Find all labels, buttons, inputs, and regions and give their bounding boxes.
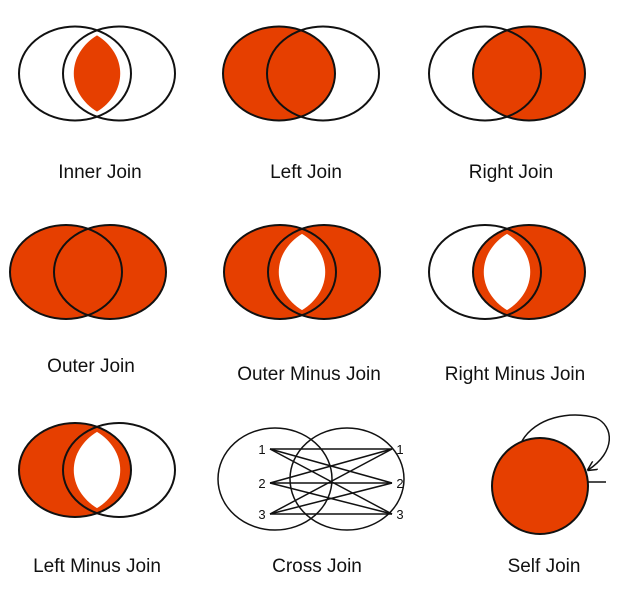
cross-join-left-item-2: 2 <box>258 476 265 491</box>
outer-join-left-circle <box>9 224 123 320</box>
self-join-circle <box>491 437 589 535</box>
cross-join-label: Cross Join <box>272 556 362 577</box>
left-minus-join-intersection <box>73 431 121 509</box>
cross-join-diagram: 1 2 3 1 2 3 Cross Join <box>217 427 405 577</box>
left-minus-join-diagram: Left Minus Join <box>18 422 176 577</box>
cross-join-right-item-2: 2 <box>396 476 403 491</box>
right-minus-join-label: Right Minus Join <box>445 364 585 385</box>
outer-join-right-circle <box>53 224 167 320</box>
right-join-right-circle <box>472 25 586 122</box>
left-minus-join-left-circle <box>18 422 132 518</box>
inner-join-right-circle <box>62 25 176 122</box>
inner-join-diagram: Inner Join <box>18 25 176 183</box>
right-minus-join-diagram: Right Minus Join <box>428 224 586 385</box>
outer-minus-join-diagram: Outer Minus Join <box>223 224 381 385</box>
inner-join-intersection <box>73 35 121 112</box>
right-join-diagram: Right Join <box>428 25 586 183</box>
cross-join-right-item-1: 1 <box>396 442 403 457</box>
left-join-left-circle <box>222 25 336 122</box>
cross-join-line-2-1 <box>269 448 393 484</box>
cross-join-left-item-3: 3 <box>258 507 265 522</box>
left-join-left-fill <box>223 26 335 121</box>
cross-join-left-circle <box>217 427 333 531</box>
cross-join-right-item-3: 3 <box>396 507 403 522</box>
self-join-label: Self Join <box>508 556 581 577</box>
left-join-label: Left Join <box>270 162 342 183</box>
outer-minus-join-label: Outer Minus Join <box>237 364 381 385</box>
self-join-arrow <box>521 414 611 470</box>
right-minus-join-intersection <box>483 233 531 311</box>
inner-join-label: Inner Join <box>58 162 141 183</box>
cross-join-connectors <box>269 448 393 515</box>
left-join-diagram: Left Join <box>222 25 380 183</box>
outer-join-label: Outer Join <box>47 356 135 377</box>
right-minus-join-right-circle <box>472 224 586 320</box>
self-join-diagram: Self Join <box>491 414 611 577</box>
cross-join-left-item-1: 1 <box>258 442 265 457</box>
cross-join-right-circle <box>289 427 405 531</box>
outer-join-right-fill <box>54 225 166 319</box>
left-minus-join-label: Left Minus Join <box>33 556 161 577</box>
outer-minus-join-intersection <box>278 233 326 311</box>
right-join-label: Right Join <box>469 162 554 183</box>
left-join-right-circle <box>266 25 380 122</box>
left-minus-join-right-circle <box>62 422 176 518</box>
right-join-right-fill <box>473 26 585 121</box>
outer-minus-join-right-circle <box>267 224 381 320</box>
cross-join-line-3-2 <box>269 482 393 515</box>
inner-join-left-circle <box>18 25 132 122</box>
outer-join-diagram: Outer Join <box>9 224 167 377</box>
outer-minus-join-left-circle <box>223 224 337 320</box>
right-minus-join-left-circle <box>428 224 542 320</box>
cross-join-line-3-1 <box>269 448 393 515</box>
right-join-left-circle <box>428 25 542 122</box>
